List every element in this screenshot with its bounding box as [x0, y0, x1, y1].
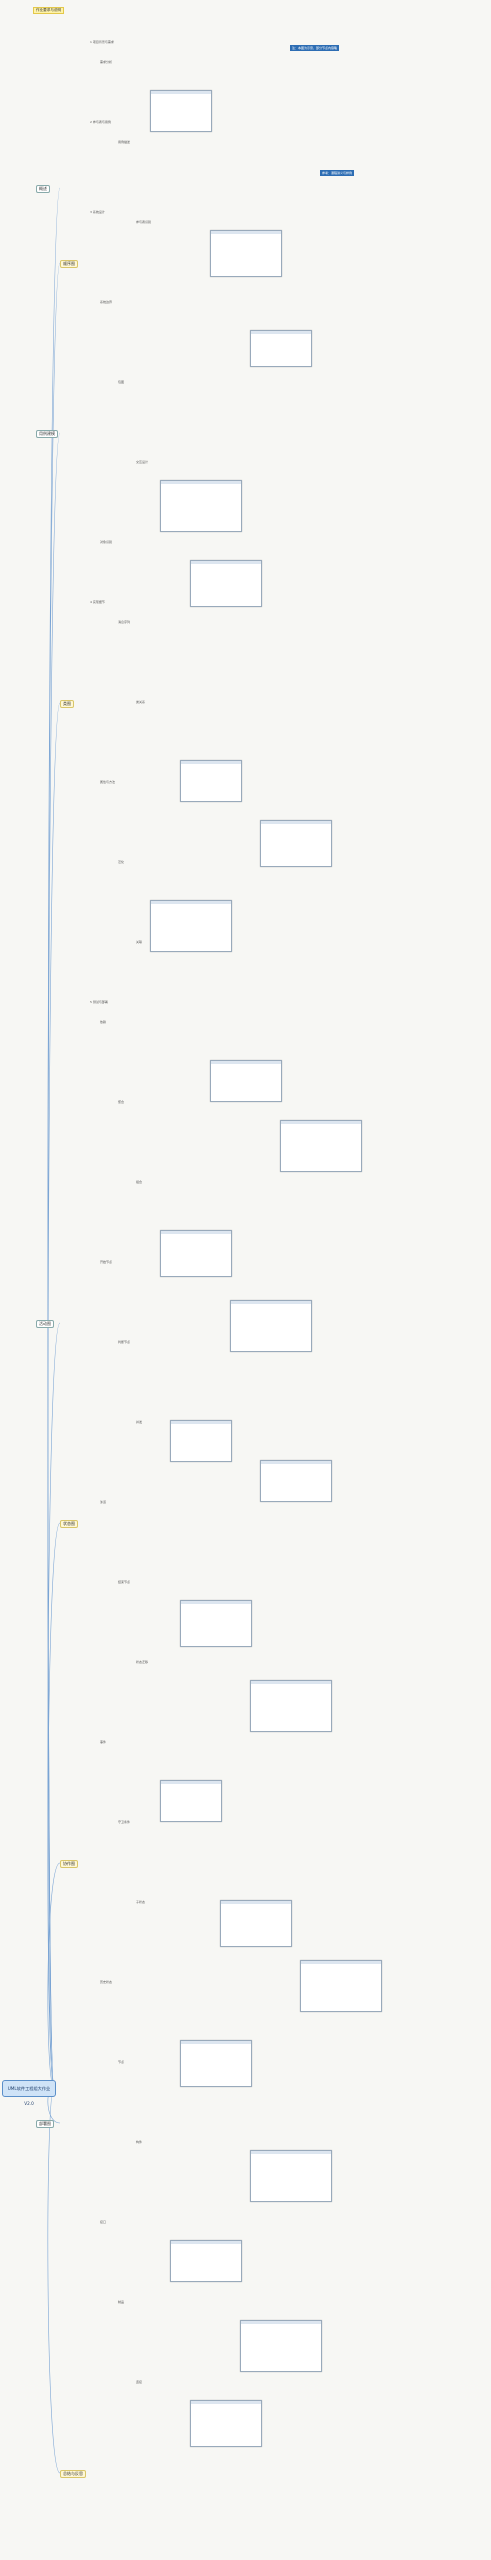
leaf-item: 消息序列 — [118, 620, 131, 624]
screenshot-thumbnail — [180, 1600, 252, 1647]
branch-6[interactable]: 状态图 — [60, 1520, 78, 1528]
leaf-item: 历史状态 — [100, 1980, 113, 1984]
section-test: 5 测试与部署 — [90, 1000, 108, 1004]
leaf-item: 聚合 — [118, 1100, 125, 1104]
branch-9[interactable]: 总结与反思 — [60, 2470, 86, 2478]
screenshot-thumbnail — [210, 1060, 282, 1102]
section-design: 3 系统设计 — [90, 210, 105, 214]
branch-1[interactable]: 概述 — [36, 185, 50, 193]
leaf-item: 并发 — [136, 1420, 143, 1424]
screenshot-thumbnail — [150, 90, 212, 132]
leaf-item: 接口 — [100, 2220, 107, 2224]
leaf-item: 系统边界 — [100, 300, 113, 304]
note-2: 参考：课程讲义与样例 — [320, 170, 355, 176]
screenshot-thumbnail — [160, 1230, 232, 1277]
top-tag: 作业要求与说明 — [33, 7, 65, 14]
leaf-item: 泳道 — [100, 1500, 107, 1504]
leaf-item: 结束节点 — [118, 1580, 131, 1584]
branch-2[interactable]: 用例建模 — [36, 430, 58, 438]
screenshot-thumbnail — [300, 1960, 382, 2012]
screenshot-thumbnail — [150, 900, 232, 952]
leaf-item: 判断节点 — [118, 1340, 131, 1344]
screenshot-thumbnail — [160, 480, 242, 532]
screenshot-thumbnail — [160, 1780, 222, 1822]
screenshot-thumbnail — [180, 760, 242, 802]
leaf-item: 构件 — [136, 2140, 143, 2144]
screenshot-thumbnail — [240, 2320, 322, 2372]
screenshot-thumbnail — [170, 2240, 242, 2282]
screenshot-thumbnail — [170, 1420, 232, 1462]
branch-7[interactable]: 协作图 — [60, 1860, 78, 1868]
screenshot-thumbnail — [210, 230, 282, 277]
branch-connector — [47, 262, 61, 2088]
leaf-item: 属性与方法 — [100, 780, 116, 784]
leaf-item: 参与者识别 — [136, 220, 152, 224]
screenshot-thumbnail — [190, 2400, 262, 2447]
root-node[interactable]: UML软件工程组大作业 V2.0 — [2, 2080, 56, 2106]
screenshot-thumbnail — [180, 2040, 252, 2087]
branch-5[interactable]: 活动图 — [36, 1320, 54, 1328]
screenshot-thumbnail — [260, 1460, 332, 1502]
branch-connector — [47, 1522, 61, 2088]
leaf-item: 开始节点 — [100, 1260, 113, 1264]
leaf-item: 组合 — [136, 1180, 143, 1184]
leaf-item: 依赖 — [100, 1020, 107, 1024]
branch-connector — [47, 1322, 61, 2088]
branch-connector — [47, 1862, 61, 2088]
branch-4[interactable]: 类图 — [60, 700, 74, 708]
screenshot-thumbnail — [280, 1120, 362, 1172]
branch-8[interactable]: 部署图 — [36, 2120, 54, 2128]
screenshot-thumbnail — [250, 2150, 332, 2202]
leaf-item: 类关系 — [136, 700, 146, 704]
branch-connector — [47, 702, 61, 2088]
screenshot-thumbnail — [220, 1900, 292, 1947]
branch-connector — [47, 2086, 61, 2474]
leaf-item: 状态迁移 — [136, 1660, 149, 1664]
leaf-item: 需求分析 — [100, 60, 113, 64]
screenshot-thumbnail — [230, 1300, 312, 1352]
leaf-item: 包图 — [118, 380, 125, 384]
section-actor: 2 参与者与用例 — [90, 120, 111, 124]
leaf-item: 节点 — [118, 2060, 125, 2064]
screenshot-thumbnail — [250, 1680, 332, 1732]
note-1: 注：本图为示意，部分节点内容略 — [290, 45, 340, 51]
branch-connector — [47, 187, 61, 2088]
screenshot-thumbnail — [190, 560, 262, 607]
leaf-item: 交互设计 — [136, 460, 149, 464]
leaf-item: 连接 — [136, 2380, 143, 2384]
branch-3[interactable]: 顺序图 — [60, 260, 78, 268]
leaf-item: 子状态 — [136, 1900, 146, 1904]
leaf-item: 泛化 — [118, 860, 125, 864]
leaf-item: 守卫条件 — [118, 1820, 131, 1824]
leaf-item: 制品 — [118, 2300, 125, 2304]
leaf-item: 对象识别 — [100, 540, 113, 544]
leaf-item: 事件 — [100, 1740, 107, 1744]
screenshot-thumbnail — [260, 820, 332, 867]
section-intro: 1 项目背景与需求 — [90, 40, 114, 44]
section-impl: 4 实现细节 — [90, 600, 105, 604]
leaf-item: 用例描述 — [118, 140, 131, 144]
leaf-item: 关联 — [136, 940, 143, 944]
screenshot-thumbnail — [250, 330, 312, 367]
